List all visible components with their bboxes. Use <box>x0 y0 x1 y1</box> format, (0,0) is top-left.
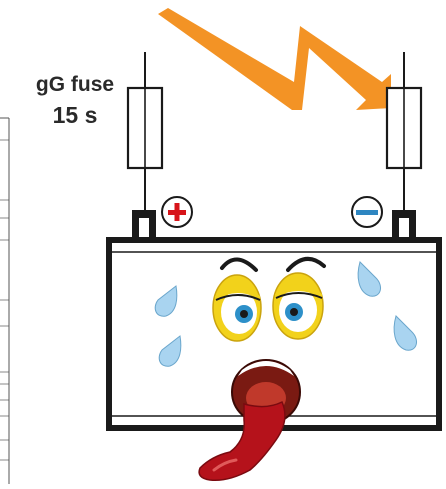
right-eye-icon <box>272 272 324 340</box>
left-eye-icon <box>212 274 262 342</box>
lightning-bolt-icon <box>158 8 391 110</box>
positive-terminal-icon <box>161 196 193 228</box>
fuse-type-label: gG fuse <box>35 73 115 96</box>
eyebrow-icon <box>220 257 326 272</box>
fuse-time-label: 15 s <box>52 102 98 128</box>
negative-terminal-icon <box>351 196 383 228</box>
positive-terminal-post <box>132 210 156 240</box>
page-edge-strip <box>0 117 10 484</box>
sweat-drop-icon <box>154 261 418 367</box>
left-fuse-icon <box>126 52 164 210</box>
right-fuse-icon <box>385 52 423 210</box>
tongue-icon <box>198 400 286 482</box>
negative-terminal-post <box>392 210 416 240</box>
